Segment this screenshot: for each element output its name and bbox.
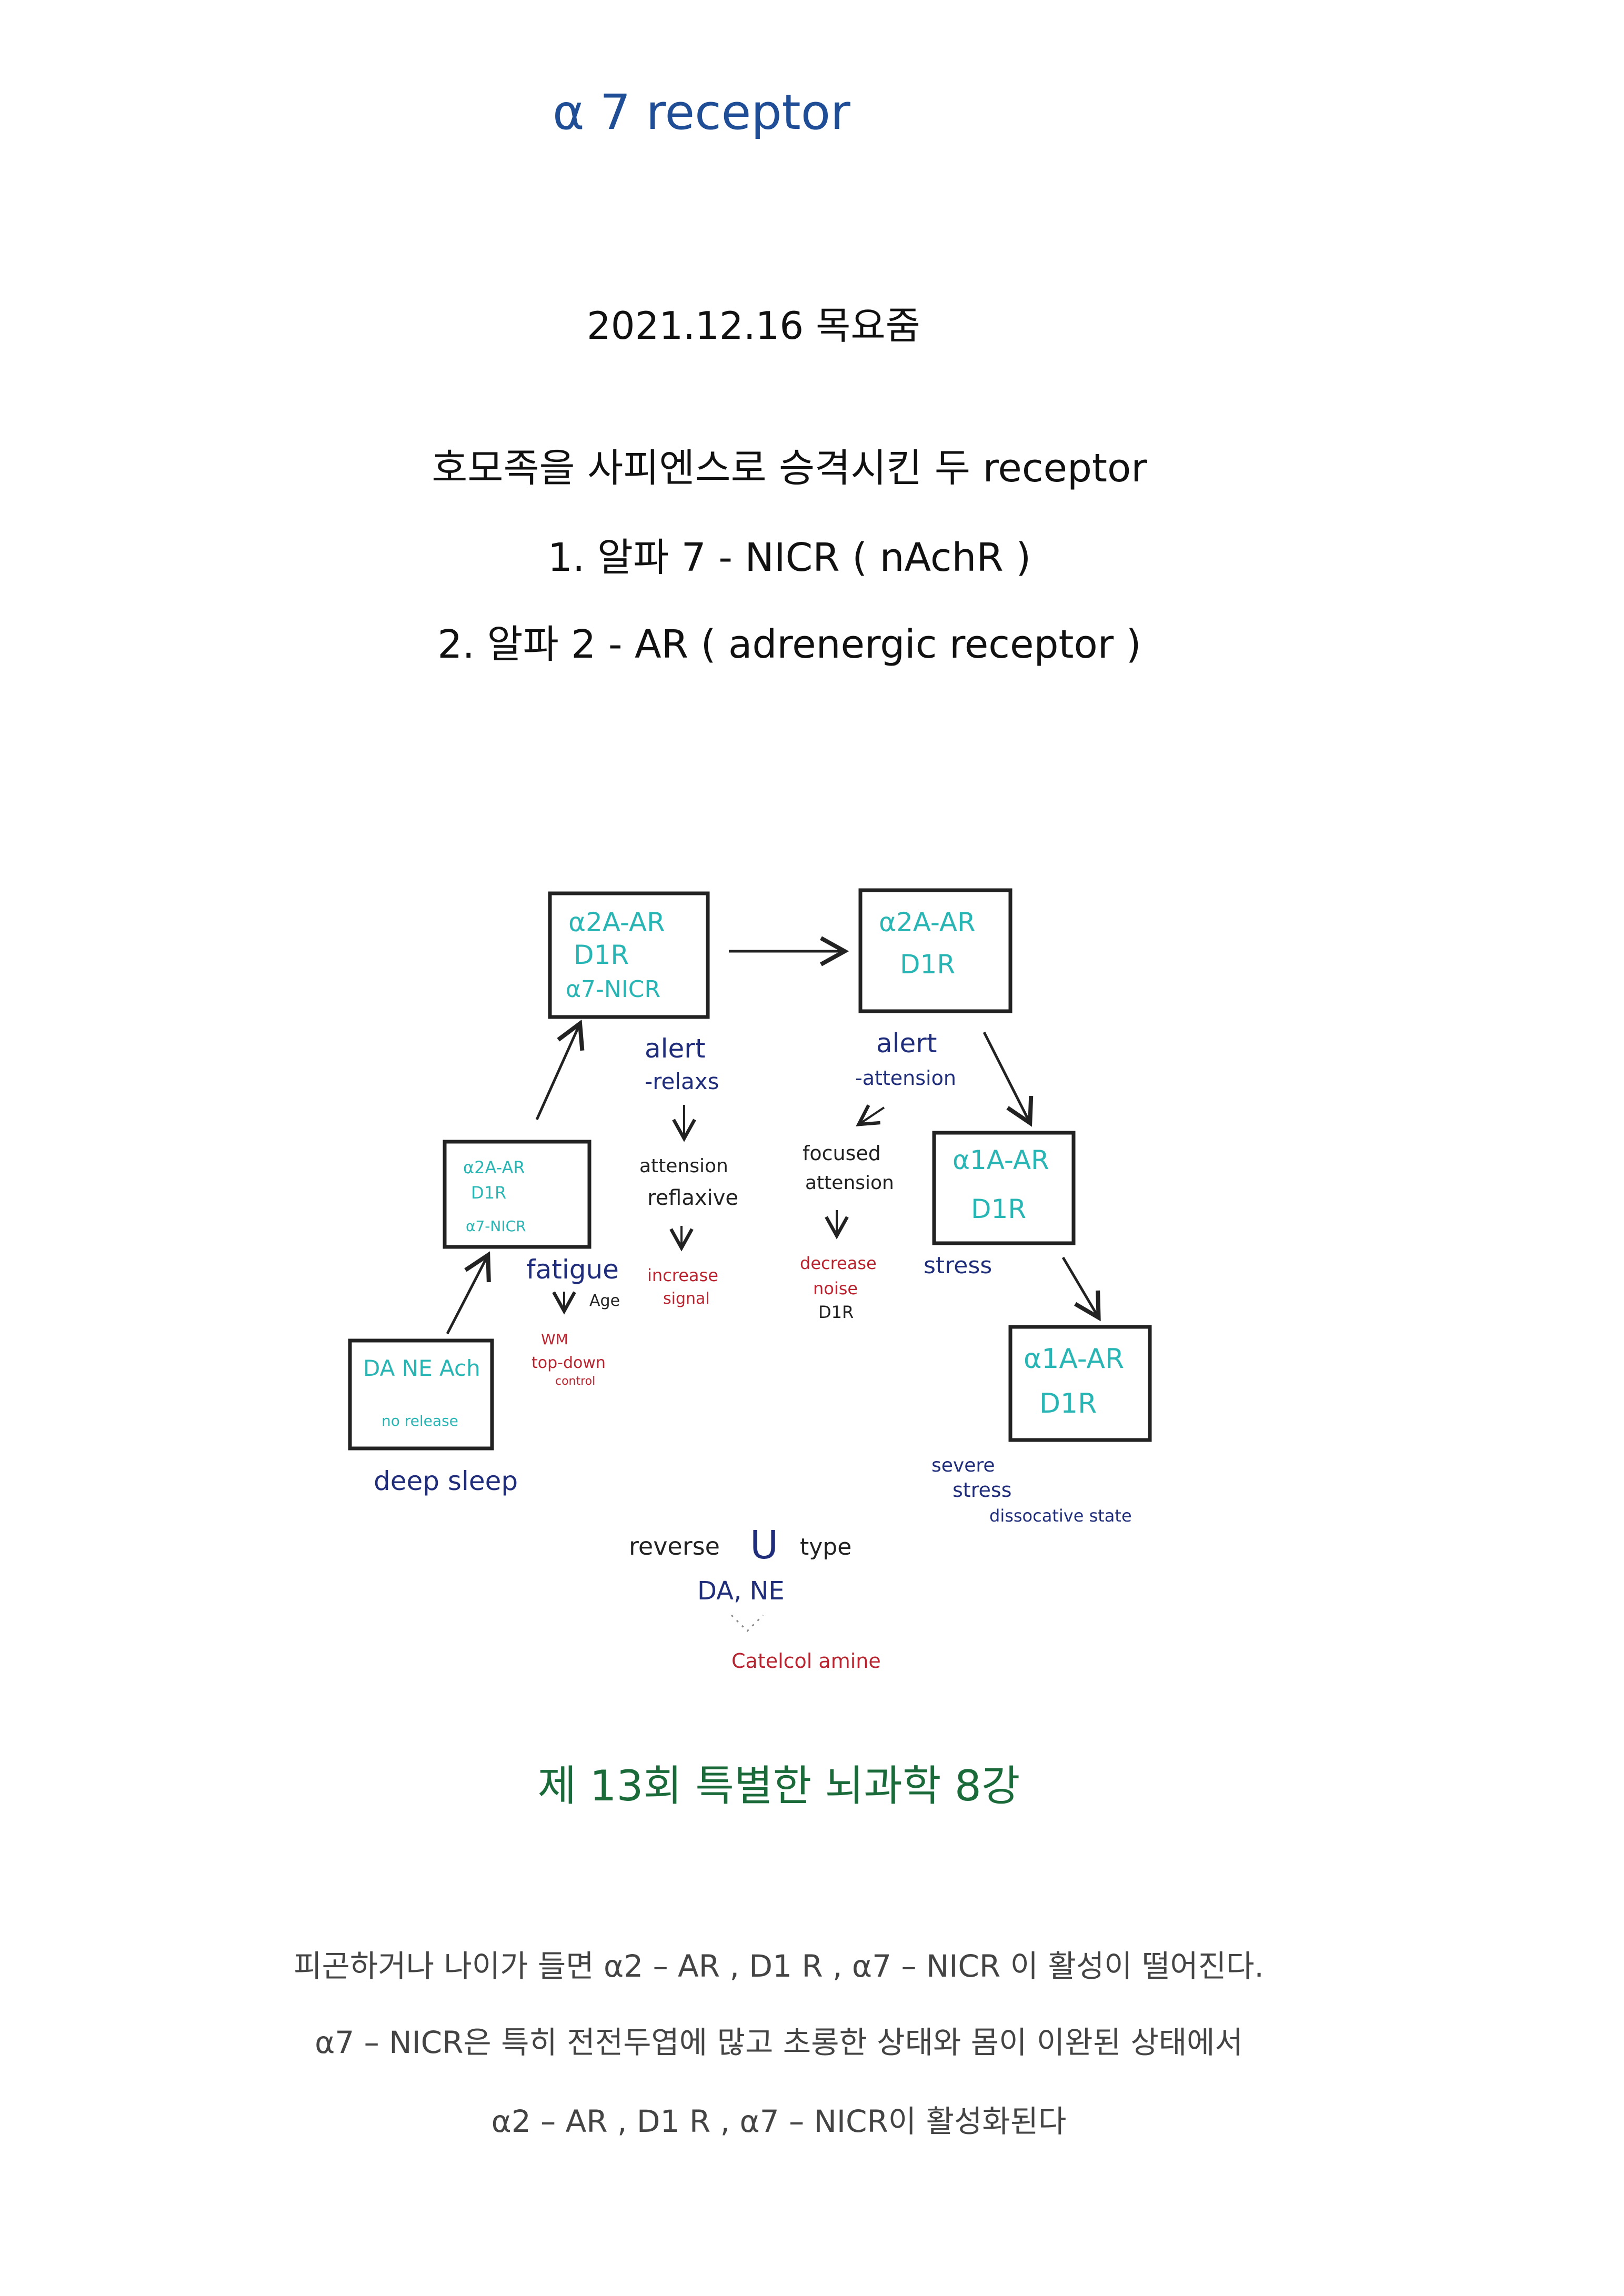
body-line-3: α2 – AR , D1 R , α7 – NICR이 활성화된다 — [491, 2103, 1067, 2139]
increase-signal-line2: signal — [663, 1290, 710, 1308]
arrow-right-down-2 — [1061, 1256, 1101, 1322]
focused-attension-line1: focused — [803, 1142, 881, 1165]
box-sleep-line2: no release — [382, 1412, 458, 1429]
reverse-u: U — [750, 1523, 778, 1568]
reverse-type: type — [800, 1534, 851, 1560]
alert-relaxs-line1: alert — [645, 1033, 705, 1064]
stress-label: stress — [924, 1252, 992, 1279]
box-mid-left-line1: α2A-AR — [463, 1157, 525, 1177]
alert-attension-line2: -attension — [855, 1066, 956, 1090]
age-label: Age — [589, 1292, 620, 1310]
box-bottom-right — [1008, 1325, 1152, 1442]
arrow-right-down-1 — [983, 1031, 1034, 1127]
box-sleep — [348, 1338, 494, 1451]
box-top-right-line1: α2A-AR — [879, 907, 976, 938]
box-top-right — [858, 888, 1013, 1013]
attension-reflaxive-line2: reflaxive — [647, 1186, 738, 1210]
box-mid-left-line2: D1R — [471, 1183, 506, 1203]
catecholamine-label: Catelcol amine — [731, 1649, 881, 1673]
box-mid-left — [443, 1140, 592, 1249]
box-sleep-line1: DA NE Ach — [363, 1355, 480, 1381]
box-mid-left-line3: α7-NICR — [466, 1217, 526, 1235]
decrease-noise-line2: noise — [813, 1278, 858, 1298]
catecholamine-dots — [730, 1614, 764, 1633]
body-line-2: α7 – NICR은 특히 전전두엽에 많고 초롱한 상태와 몸이 이완된 상태… — [315, 2025, 1243, 2060]
intro-line-1: 호모족을 사피엔스로 승격시킨 두 receptor — [432, 446, 1147, 491]
intro-line-3: 2. 알파 2 - AR ( adrenergic receptor ) — [437, 622, 1141, 667]
box-top-left-line3: α7-NICR — [566, 976, 660, 1003]
decrease-noise-line1: decrease — [800, 1253, 877, 1273]
box-mid-right — [932, 1131, 1076, 1245]
wm-line2: top-down — [532, 1354, 606, 1372]
lecture-title: 제 13회 특별한 뇌과학 8강 — [537, 1761, 1020, 1810]
fatigue-label: fatigue — [526, 1254, 619, 1285]
arrow-sleep-up — [446, 1251, 491, 1335]
intro-line-2: 1. 알파 7 - NICR ( nAchR ) — [547, 535, 1031, 580]
box-bottom-right-line2: D1R — [1039, 1388, 1097, 1419]
decrease-noise-line3: D1R — [818, 1302, 854, 1322]
box-top-left-line1: α2A-AR — [568, 907, 665, 938]
alert-attension-line1: alert — [876, 1028, 937, 1059]
receptor-state-diagram: α2A-AR D1R α7-NICR α2A-AR D1R α2A-AR D1R… — [348, 888, 1152, 1673]
box-bottom-right-line1: α1A-AR — [1024, 1343, 1124, 1375]
reverse-da-ne: DA, NE — [697, 1576, 785, 1606]
increase-signal-line1: increase — [647, 1265, 718, 1285]
box-top-left-line2: D1R — [574, 940, 629, 970]
focused-attension-line2: attension — [805, 1172, 894, 1194]
page-title: α 7 receptor — [553, 84, 850, 140]
body-line-1: 피곤하거나 나이가 들면 α2 – AR , D1 R , α7 – NICR … — [294, 1948, 1264, 1984]
box-top-right-line2: D1R — [900, 949, 955, 980]
alert-relaxs-line2: -relaxs — [645, 1069, 719, 1094]
severe-stress-line1: severe — [931, 1455, 995, 1476]
deep-sleep-label: deep sleep — [374, 1466, 518, 1496]
reverse-word: reverse — [629, 1532, 720, 1560]
attension-reflaxive-line1: attension — [639, 1155, 728, 1177]
severe-stress-line2: stress — [953, 1478, 1011, 1502]
box-mid-right-line2: D1R — [971, 1194, 1026, 1224]
arrow-attension-down — [856, 1104, 885, 1126]
severe-stress-line3: dissocative state — [989, 1506, 1132, 1526]
wm-line3: control — [555, 1375, 595, 1388]
box-mid-right-line1: α1A-AR — [953, 1145, 1049, 1175]
box-top-left — [548, 891, 710, 1019]
arrow-mid-left-up — [535, 1019, 585, 1121]
date-line: 2021.12.16 목요줌 — [587, 304, 920, 348]
wm-line1: WM — [541, 1331, 568, 1348]
